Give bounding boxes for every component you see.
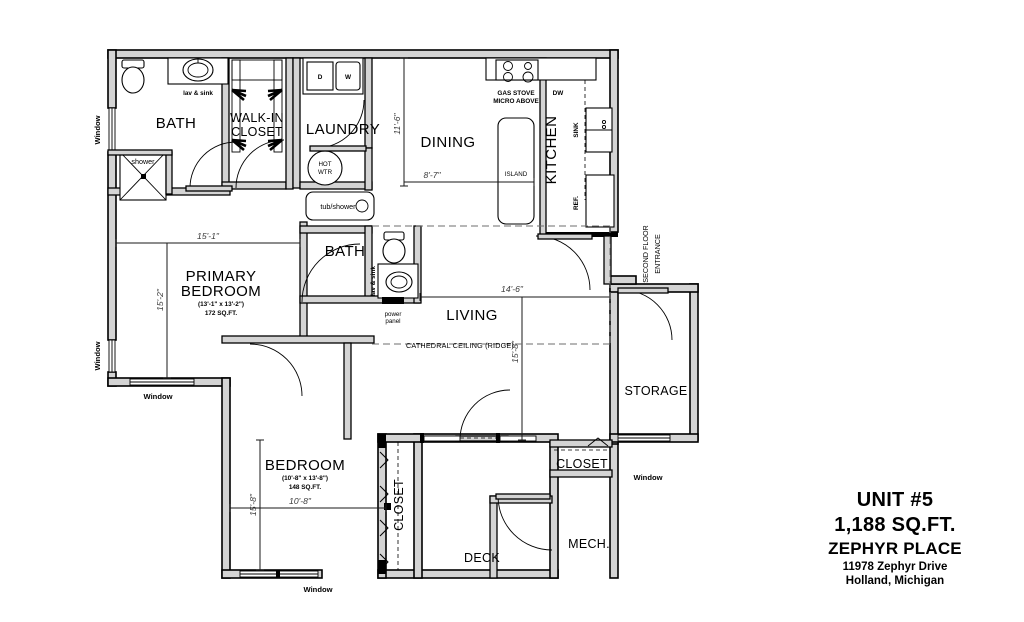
window-label-group: Window Window Window Window Window <box>93 115 663 594</box>
power-panel-label-line2: panel <box>385 318 400 325</box>
deck-sliding-door <box>420 433 537 443</box>
room-label-mech: MECH. <box>568 537 610 551</box>
island-label: ISLAND <box>505 171 528 178</box>
hot-water-label-line2: WTR <box>318 169 333 176</box>
dim-living-width-label: 14'-6" <box>501 284 524 294</box>
room-label-closet-bedroom2: CLOSET <box>392 479 406 531</box>
gas-stove-label-line2: MICRO ABOVE <box>493 98 539 105</box>
room-label-bedroom2: BEDROOM <box>265 457 345 474</box>
refrigerator-label: REF. <box>573 196 580 210</box>
dryer-label: D <box>318 74 323 81</box>
room-label-walk-in-closet-line2: CLOSET <box>231 125 283 139</box>
title-unit: UNIT #5 <box>856 488 934 511</box>
closet-fittings <box>378 434 609 574</box>
dim-living-height-label: 15'-8" <box>510 340 520 363</box>
second-floor-entrance-label-line1: SECOND FLOOR <box>641 225 650 283</box>
room-label-storage: STORAGE <box>625 384 688 398</box>
sink-basin-icon-2 <box>385 271 413 293</box>
second-floor-entrance-label-line2: ENTRANCE <box>653 234 662 274</box>
dim-bedroom2-width-label: 10'-8" <box>289 496 312 506</box>
room-label-dining: DINING <box>421 134 476 151</box>
gas-stove-label-line1: GAS STOVE <box>497 90 535 97</box>
window-primary-bottom-label: Window <box>143 392 172 401</box>
toilet-bowl-icon <box>121 66 145 94</box>
title-development: ZEPHYR PLACE <box>828 539 962 559</box>
laundry-fixtures: D W HOT WTR tub/shower <box>302 57 375 221</box>
tub-shower-icon <box>305 191 375 221</box>
door-primary-bedroom <box>249 343 303 397</box>
dim-primary-width-label: 15'-1" <box>197 231 220 241</box>
gas-range-icon <box>495 59 539 81</box>
room-label-group: BATH WALK-IN CLOSET LAUNDRY DINING KITCH… <box>156 111 688 565</box>
dishwasher-label: DW <box>553 90 565 97</box>
room-dims-bedroom2: (10'-8" x 13'-8") <box>282 475 328 482</box>
room-label-closet-small: CLOSET <box>556 457 608 471</box>
refrigerator-icon <box>585 174 615 228</box>
room-label-deck: DECK <box>464 551 500 565</box>
power-panel-label-line1: power <box>385 311 402 318</box>
cathedral-ceiling-label: CATHEDRAL CEILING (RIDGE) <box>406 341 514 350</box>
room-label-living: LIVING <box>446 307 498 324</box>
hot-water-label-line1: HOT <box>318 161 331 168</box>
room-label-walk-in-closet-line1: WALK-IN <box>230 111 284 125</box>
power-panel-icon <box>382 297 404 304</box>
door-bath-hall <box>301 243 361 303</box>
kitchen-island-icon <box>497 117 535 225</box>
room-area-bedroom2: 148 SQ.FT. <box>289 484 322 491</box>
room-dims-primary-bedroom: (13'-1" x 13'-2") <box>198 301 244 308</box>
dimension-group: 15'-1" 15'-2" 11'-6" 8'-7" 14'-6" 15'-8"… <box>115 57 611 571</box>
door-bedroom2 <box>459 389 511 441</box>
dryer-icon <box>306 61 334 91</box>
room-label-primary-bedroom-line2: BEDROOM <box>181 283 261 300</box>
room-label-kitchen: KITCHEN <box>543 116 560 185</box>
window-glazing-group <box>108 107 671 578</box>
title-street: 11978 Zephyr Drive <box>842 560 948 573</box>
room-area-primary-bedroom: 172 SQ.FT. <box>205 310 238 317</box>
room-label-primary-bedroom-line1: PRIMARY <box>186 268 257 285</box>
water-heater-icon <box>307 150 343 186</box>
door-mech <box>497 495 553 551</box>
dim-dining-height-label: 11'-6" <box>392 112 402 134</box>
door-walk-in-closet <box>235 139 285 189</box>
kitchen-fixtures: GAS STOVE MICRO ABOVE DW SINK REF. ISLAN… <box>485 57 615 228</box>
lav-sink-primary-label: lav & sink <box>183 90 213 97</box>
cathedral-ceiling-ridge: CATHEDRAL CEILING (RIDGE) <box>372 225 612 350</box>
door-entry-second-floor <box>535 235 591 291</box>
title-city-state: Holland, Michigan <box>845 574 945 587</box>
door-bath-primary <box>189 141 237 189</box>
sink-label: SINK <box>573 122 580 138</box>
dim-primary-height-label: 15'-2" <box>155 288 165 311</box>
lav-sink-hall-label: lav & sink <box>370 266 377 296</box>
door-storage <box>621 289 673 341</box>
window-bedroom2-bottom-label: Window <box>303 585 332 594</box>
bath-hall-fixtures: lav & sink power panel <box>370 231 419 325</box>
room-label-bath-primary: BATH <box>156 115 197 132</box>
window-primary-left-label: Window <box>93 341 102 370</box>
toilet-bowl-icon-2 <box>382 238 406 264</box>
title-block: UNIT #5 1,188 SQ.FT. ZEPHYR PLACE 11978 … <box>780 488 1010 588</box>
title-area: 1,188 SQ.FT. <box>834 513 956 536</box>
washer-label: W <box>345 74 352 81</box>
bath-primary-fixtures: shower lav & sink <box>107 57 229 201</box>
window-storage-label: Window <box>633 473 662 482</box>
door-swing-group <box>185 99 673 551</box>
washer-icon <box>335 61 361 91</box>
shower-label: shower <box>131 157 155 166</box>
dim-dining-width-label: 8'-7" <box>423 170 441 180</box>
dim-bedroom2-height-label: 15'-8" <box>248 493 258 516</box>
room-label-bath-hall: BATH <box>325 243 366 260</box>
window-bath-left-label: Window <box>93 115 102 144</box>
room-label-laundry: LAUNDRY <box>306 121 380 138</box>
tub-shower-label: tub/shower <box>320 202 356 211</box>
